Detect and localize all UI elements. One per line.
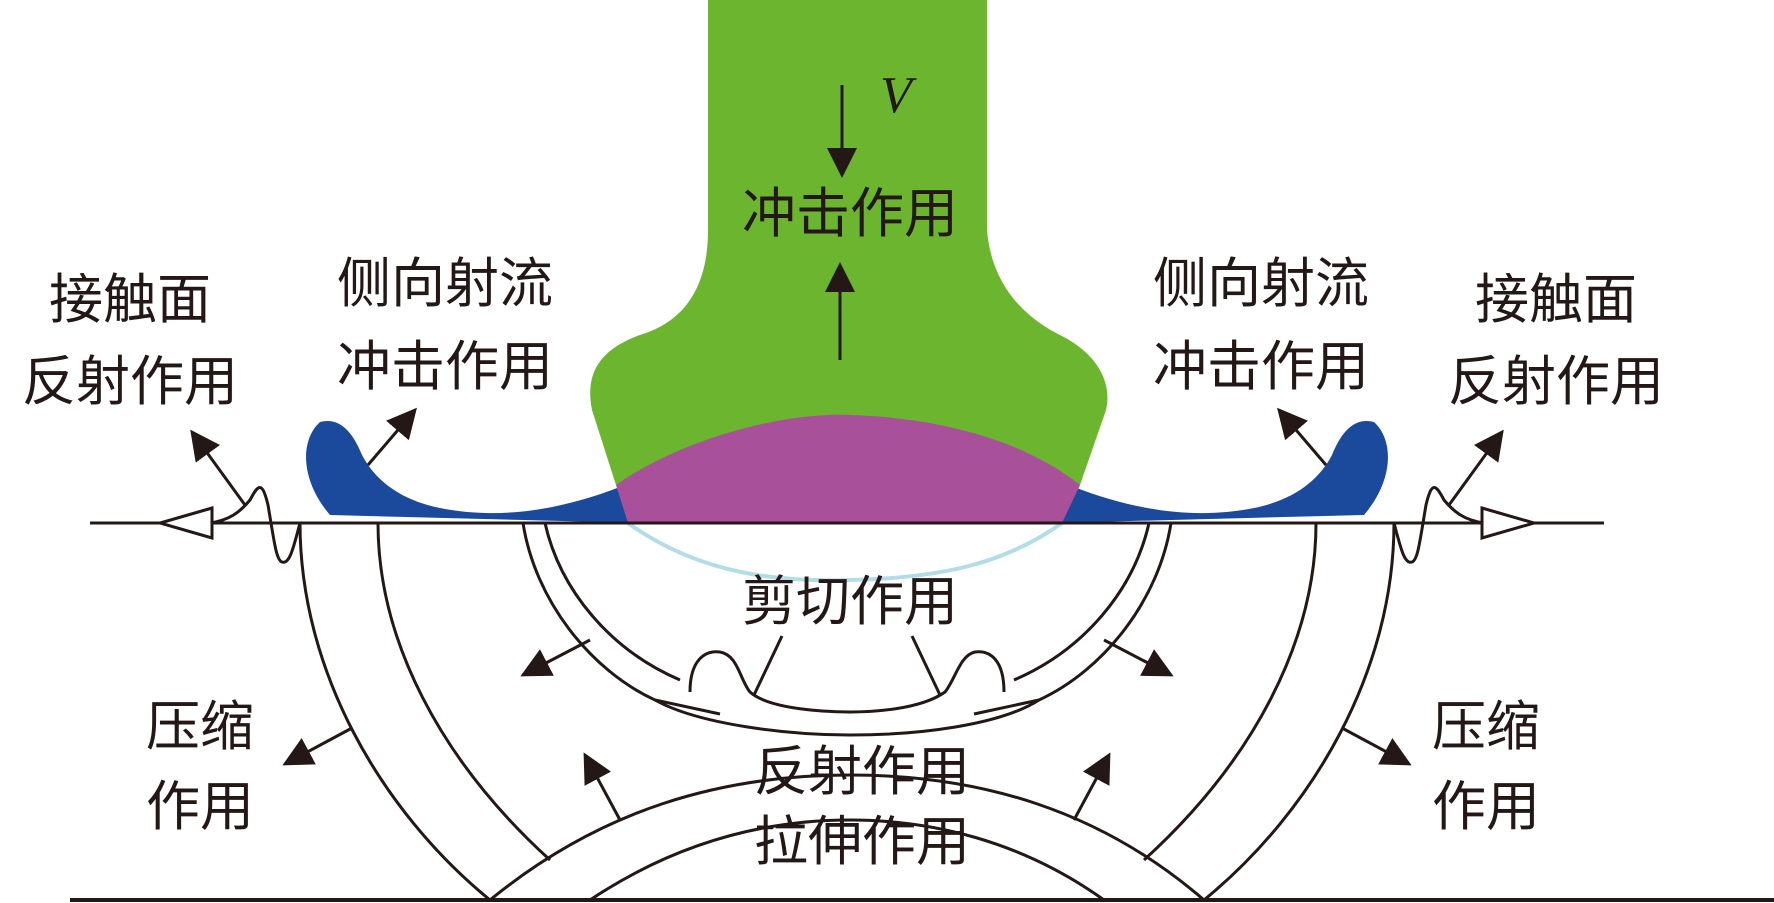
contact-arrow-right [1447, 429, 1504, 506]
side-jet-arrow-left [366, 407, 417, 466]
contact-zone [616, 414, 1080, 523]
reflect-arrow-left [583, 752, 622, 821]
contact-arrow-left [190, 429, 247, 506]
contact-right-label-1: 接触面 [1475, 268, 1637, 331]
impact-label: 冲击作用 [742, 182, 958, 245]
compress-arrow-left [282, 726, 353, 766]
compress-right-label-2: 作用 [1432, 775, 1540, 838]
reflect-label: 反射作用 [754, 740, 970, 803]
reflection-tension-wave [489, 773, 1205, 902]
shear-arrow-left [520, 638, 591, 677]
side-jet-right [1054, 420, 1388, 523]
projectile-body [590, 0, 1108, 485]
reflect-arrow-right [1072, 752, 1111, 821]
side-jet-left-label-1: 侧向射流 [337, 252, 553, 315]
contact-right-label-2: 反射作用 [1448, 350, 1664, 413]
velocity-label: V [880, 67, 917, 124]
arrows [190, 85, 1504, 821]
tension-label: 拉伸作用 [754, 810, 970, 873]
compress-arrow-right [1341, 726, 1412, 766]
side-jet-left [306, 420, 640, 523]
shear-arrow-right [1103, 638, 1174, 677]
contact-left-label-1: 接触面 [49, 268, 211, 331]
compress-left-label-1: 压缩 [146, 695, 254, 758]
shear-wave [521, 522, 1173, 737]
shear-label: 剪切作用 [742, 570, 958, 633]
contact-reflection-arc [626, 521, 1064, 583]
compression-wave-right [1142, 522, 1396, 902]
compress-left-label-2: 作用 [146, 775, 254, 838]
shear-pointer-left [752, 635, 784, 696]
side-jet-left-label-2: 冲击作用 [337, 335, 553, 398]
shear-pointer-right [910, 635, 942, 696]
contact-wave-left [154, 486, 302, 564]
side-jet-right-label-2: 冲击作用 [1153, 335, 1369, 398]
side-jet-arrow-right [1277, 407, 1328, 466]
side-jet-right-label-1: 侧向射流 [1153, 252, 1369, 315]
contact-left-label-2: 反射作用 [22, 350, 238, 413]
compress-right-label-1: 压缩 [1432, 695, 1540, 758]
compression-wave-left [298, 522, 552, 902]
contact-wave-right [1392, 486, 1540, 564]
